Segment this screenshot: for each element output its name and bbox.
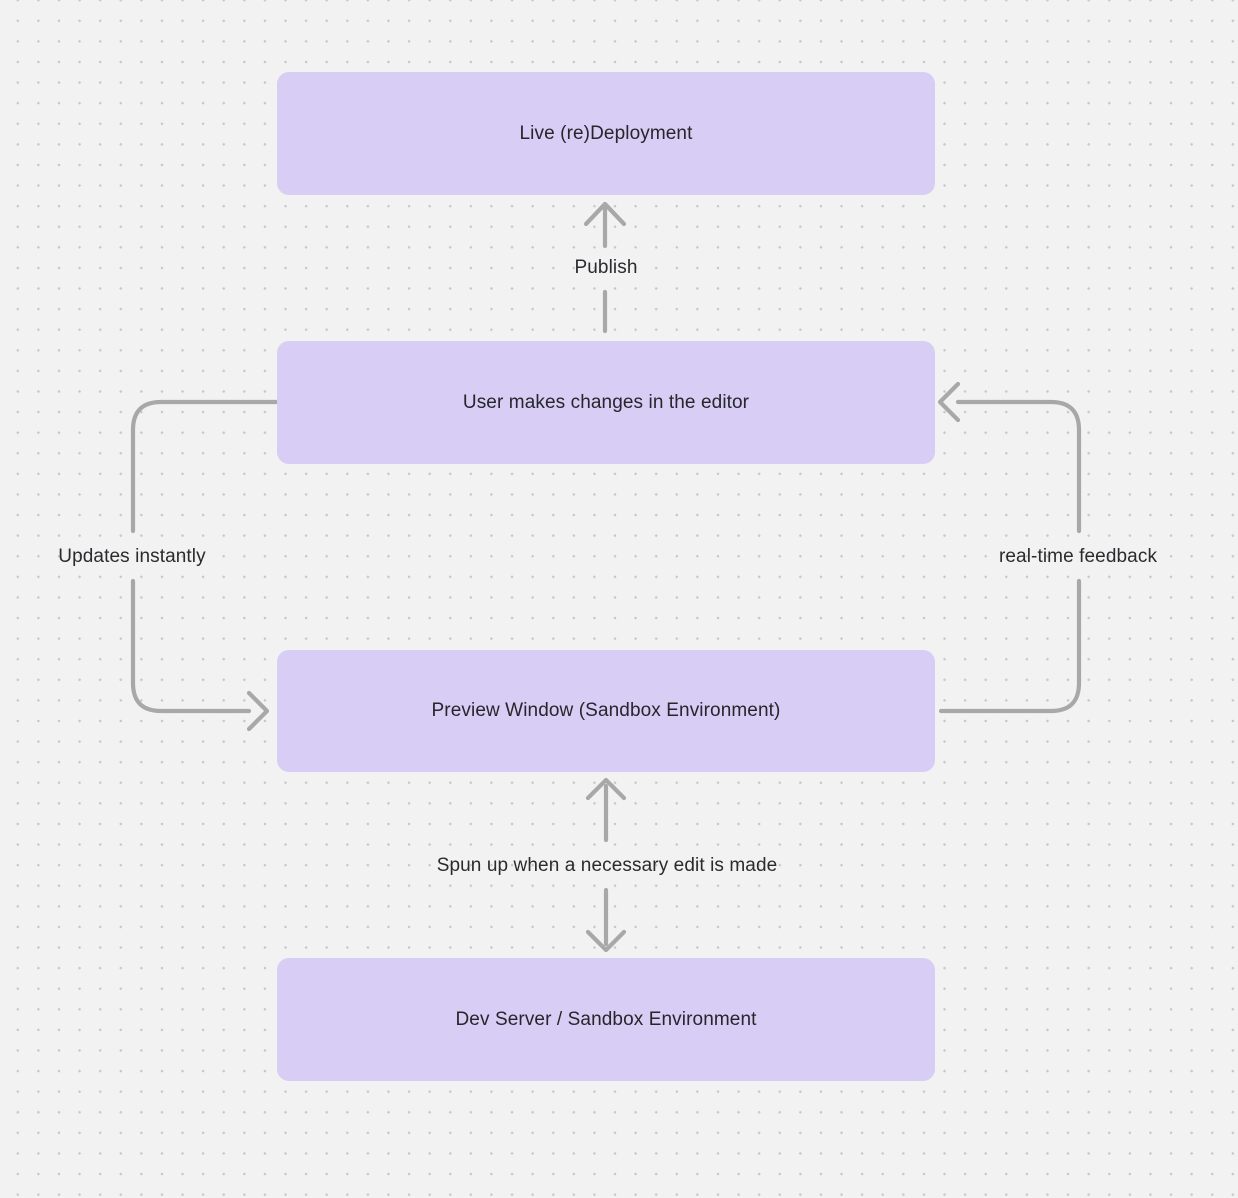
edge-label-updates-instantly[interactable]: Updates instantly [58,546,206,567]
node-label: Dev Server / Sandbox Environment [455,1008,757,1030]
spun-up-arrowhead-up-icon [585,777,627,801]
edge-label-realtime-feedback[interactable]: real-time feedback [998,546,1158,567]
updates-arrowhead-right-icon [246,690,270,732]
node-label: Live (re)Deployment [519,122,693,144]
updates-curve-lower[interactable] [130,578,252,714]
realtime-curve-upper[interactable] [955,399,1082,534]
edge-publish[interactable] [583,201,627,334]
edge-label-spun-up[interactable]: Spun up when a necessary edit is made [436,855,778,876]
node-preview-window[interactable]: Preview Window (Sandbox Environment) [277,650,935,772]
realtime-curve-lower[interactable] [938,578,1082,714]
publish-arrowhead-up-icon [583,201,627,227]
edge-label-publish[interactable]: Publish [574,257,638,278]
edge-spun-up[interactable] [585,777,627,953]
node-label: User makes changes in the editor [462,391,750,413]
node-live-redeployment[interactable]: Live (re)Deployment [277,72,935,195]
node-dev-server[interactable]: Dev Server / Sandbox Environment [277,958,935,1081]
realtime-arrowhead-left-icon [937,381,961,423]
edge-realtime-feedback[interactable] [937,381,1082,714]
edge-updates-instantly[interactable] [130,399,280,732]
node-label: Preview Window (Sandbox Environment) [431,700,781,721]
node-user-editor[interactable]: User makes changes in the editor [277,341,935,464]
updates-curve-upper[interactable] [130,399,280,534]
spun-up-arrowhead-down-icon [585,929,627,953]
